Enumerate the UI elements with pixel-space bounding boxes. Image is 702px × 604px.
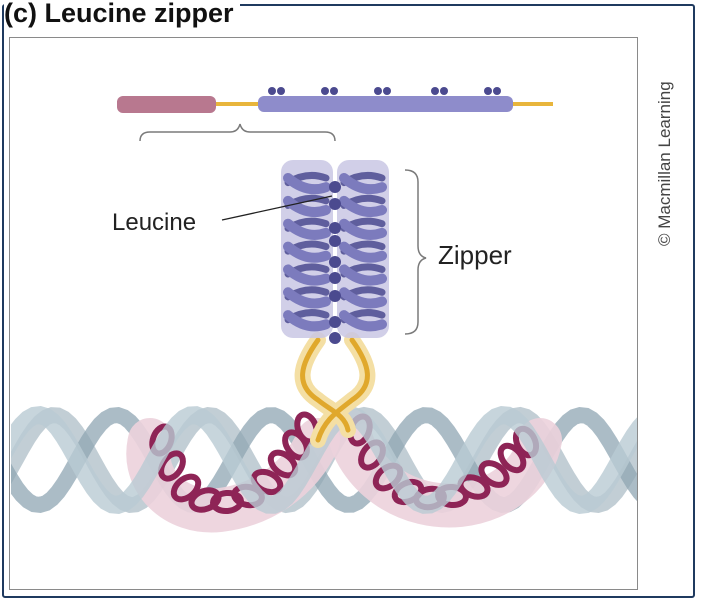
leucine-residue xyxy=(329,256,341,268)
leucine-dot xyxy=(440,87,448,95)
leucine-dot xyxy=(431,87,439,95)
helix-turn-front xyxy=(283,218,331,240)
alpha-helix-left xyxy=(283,171,331,332)
basic-region-turn xyxy=(478,460,510,488)
basic-region-turn xyxy=(250,468,284,496)
leucine-residue xyxy=(329,290,341,302)
leucine-dot-pairs xyxy=(268,87,501,95)
leucine-residue xyxy=(329,272,341,284)
leucine-dot xyxy=(330,87,338,95)
linker-strand-left xyxy=(300,337,351,433)
zipper-domain-bar xyxy=(258,96,513,112)
helix-turn-front xyxy=(339,287,387,309)
helix-turn-front xyxy=(283,241,331,263)
leucine-dot xyxy=(493,87,501,95)
alpha-helix-right xyxy=(339,171,387,332)
helix-turn-front xyxy=(283,310,331,332)
helix-turn-front xyxy=(339,310,387,332)
leucine-dot xyxy=(484,87,492,95)
protein-domain-map xyxy=(117,87,553,142)
helix-turn-front xyxy=(339,264,387,286)
leucine-residue xyxy=(329,198,341,210)
map-bracket xyxy=(139,123,336,142)
leucine-dot xyxy=(321,87,329,95)
leucine-dot xyxy=(277,87,285,95)
helix-turn-front xyxy=(283,195,331,217)
linker-strand-right xyxy=(315,337,370,443)
zipper-label: Zipper xyxy=(438,240,512,270)
leucine-label: Leucine xyxy=(112,209,196,236)
linker-region xyxy=(294,332,376,448)
panel-title: (c) Leucine zipper xyxy=(4,0,240,29)
leucine-residue xyxy=(329,181,341,193)
dna-binding-domain-bar xyxy=(117,96,216,113)
helix-turn-front xyxy=(283,264,331,286)
leucine-pointer-line xyxy=(221,195,333,221)
helix-turn-front xyxy=(339,173,387,195)
helix-turn-front xyxy=(339,218,387,240)
coiled-coil-zipper xyxy=(281,160,389,344)
helix-turn-front xyxy=(283,173,331,195)
leucine-residue xyxy=(329,222,341,234)
leucine-residue xyxy=(329,235,341,247)
zipper-bracket xyxy=(404,169,427,335)
helix-turn-front xyxy=(339,241,387,263)
leucine-dot xyxy=(383,87,391,95)
outer-frame xyxy=(2,4,695,598)
leucine-residues xyxy=(329,181,341,344)
leucine-dot xyxy=(374,87,382,95)
leucine-dot xyxy=(268,87,276,95)
leucine-residue xyxy=(329,316,341,328)
helix-turn-front xyxy=(339,195,387,217)
leucine-residue xyxy=(329,332,341,344)
helix-turn-front xyxy=(283,287,331,309)
